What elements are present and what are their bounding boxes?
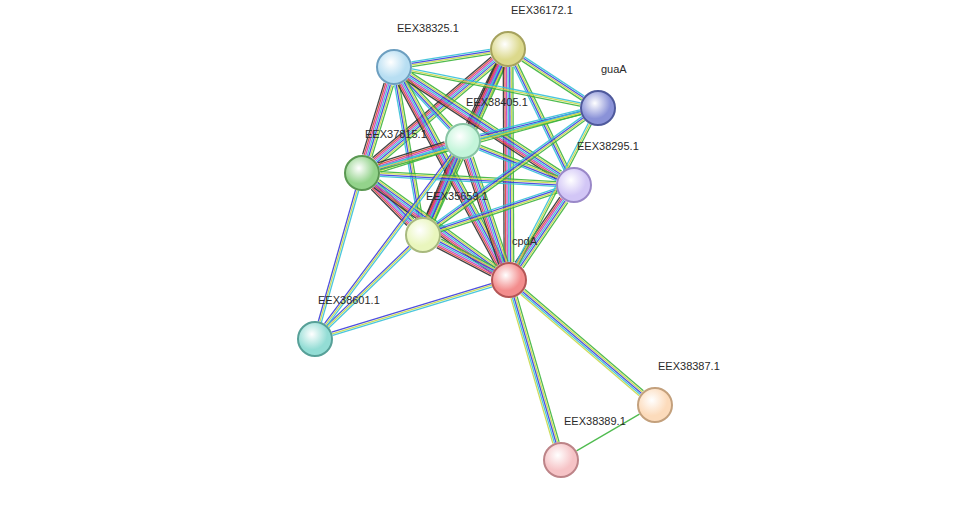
- interaction-edge: [380, 172, 556, 187]
- protein-node: EEX38295.1: [556, 167, 592, 203]
- protein-node: EEX38405.1: [445, 123, 481, 159]
- protein-node: EEX38601.1: [297, 321, 333, 357]
- evidence-line: [370, 85, 392, 157]
- interaction-edge: [374, 180, 498, 274]
- evidence-line: [380, 176, 556, 186]
- evidence-line: [369, 85, 391, 157]
- protein-node: EEX38387.1: [637, 387, 673, 423]
- interaction-edge: [363, 83, 394, 157]
- node-label: EEX38325.1: [397, 22, 459, 35]
- protein-node: EEX38325.1: [376, 49, 412, 85]
- evidence-line: [511, 298, 553, 443]
- node-label: EEX38601.1: [318, 294, 380, 307]
- evidence-line: [404, 82, 502, 263]
- node-label: EEX38405.1: [466, 96, 528, 109]
- node-label: EEX38389.1: [564, 415, 626, 428]
- interaction-edge: [437, 239, 496, 276]
- evidence-line: [516, 297, 558, 442]
- node-label: EEX38295.1: [577, 140, 639, 153]
- evidence-line: [379, 145, 446, 166]
- node-label: EEX35659.1: [426, 190, 488, 203]
- evidence-line: [380, 175, 556, 185]
- interaction-edge: [332, 284, 492, 336]
- protein-node: EEX36172.1: [490, 31, 526, 67]
- protein-node: guaA: [580, 90, 616, 126]
- evidence-line: [363, 83, 385, 155]
- evidence-line: [378, 181, 496, 267]
- node-label: EEX36172.1: [511, 4, 573, 17]
- evidence-line: [364, 83, 386, 155]
- evidence-line: [332, 284, 492, 333]
- evidence-line: [440, 242, 494, 270]
- evidence-line: [412, 53, 490, 65]
- evidence-line: [437, 248, 491, 276]
- evidence-line: [441, 239, 495, 267]
- node-label: EEX37815.1: [365, 128, 427, 141]
- evidence-line: [379, 113, 580, 168]
- evidence-line: [524, 57, 584, 96]
- evidence-line: [481, 145, 559, 176]
- node-label: cpdA: [512, 235, 537, 248]
- evidence-line: [372, 86, 394, 158]
- evidence-line: [412, 51, 490, 63]
- evidence-line: [523, 58, 583, 97]
- evidence-line: [439, 243, 493, 271]
- evidence-line: [514, 297, 556, 442]
- evidence-line: [328, 247, 410, 326]
- protein-node: cpdA: [491, 262, 527, 298]
- evidence-line: [377, 184, 495, 270]
- evidence-line: [519, 200, 564, 265]
- protein-node: EEX38389.1: [543, 442, 579, 478]
- interaction-edge: [411, 49, 490, 66]
- evidence-line: [332, 285, 492, 334]
- evidence-line: [367, 84, 389, 156]
- interaction-edge: [511, 296, 559, 443]
- evidence-line: [524, 290, 643, 392]
- evidence-line: [411, 49, 489, 61]
- node-label: EEX38387.1: [658, 360, 720, 373]
- evidence-line: [436, 117, 582, 223]
- protein-node: EEX37815.1: [344, 155, 380, 191]
- evidence-line: [438, 245, 492, 273]
- evidence-line: [517, 296, 559, 441]
- node-label: guaA: [601, 63, 627, 76]
- evidence-line: [525, 289, 644, 391]
- evidence-line: [366, 84, 388, 156]
- protein-node: EEX35659.1: [405, 217, 441, 253]
- evidence-line: [380, 114, 581, 169]
- evidence-line: [377, 182, 495, 268]
- interaction-edge: [522, 57, 585, 100]
- evidence-line: [440, 241, 494, 269]
- evidence-line: [512, 298, 554, 443]
- evidence-line: [437, 246, 491, 274]
